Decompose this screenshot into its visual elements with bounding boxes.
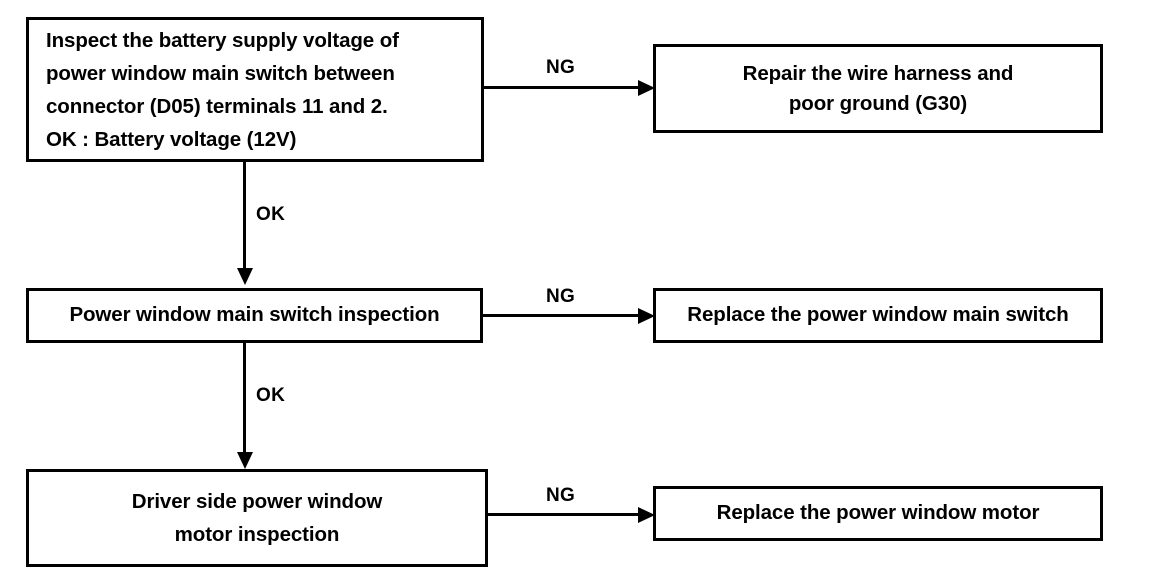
node-remedy3-label: Replace the power window motor bbox=[716, 501, 1040, 525]
edge-ok1-line bbox=[243, 162, 246, 269]
edge-ng3-line bbox=[488, 513, 640, 516]
node-step2-main-switch-inspection[interactable]: Power window main switch inspection bbox=[26, 288, 483, 343]
edge-ok2-label: OK bbox=[256, 385, 286, 406]
node-remedy2-replace-main-switch[interactable]: Replace the power window main switch bbox=[653, 288, 1103, 343]
edge-ng1-line bbox=[484, 86, 640, 89]
edge-ok2-line bbox=[243, 343, 246, 453]
node-remedy1-label: Repair the wire harness and poor ground … bbox=[742, 61, 1014, 115]
node-step1-battery-voltage-inspection[interactable]: Inspect the battery supply voltage of po… bbox=[26, 17, 484, 162]
node-step2-label: Power window main switch inspection bbox=[69, 303, 440, 327]
edge-ok2-arrowhead bbox=[236, 452, 253, 469]
edge-ok1-arrowhead bbox=[236, 268, 253, 285]
edge-ng3-label: NG bbox=[546, 485, 576, 506]
node-remedy1-repair-harness[interactable]: Repair the wire harness and poor ground … bbox=[653, 44, 1103, 133]
node-step3-label: Driver side power window motor inspectio… bbox=[131, 490, 383, 546]
edge-ng2-arrowhead bbox=[638, 307, 655, 324]
edge-ng1-label: NG bbox=[546, 57, 576, 78]
edge-ng3-arrowhead bbox=[638, 506, 655, 523]
node-remedy3-replace-motor[interactable]: Replace the power window motor bbox=[653, 486, 1103, 541]
edge-ng2-label: NG bbox=[546, 286, 576, 307]
edge-ng2-line bbox=[483, 314, 640, 317]
edge-ok1-label: OK bbox=[256, 204, 286, 225]
node-step3-driver-motor-inspection[interactable]: Driver side power window motor inspectio… bbox=[26, 469, 488, 567]
node-step1-label: Inspect the battery supply voltage of po… bbox=[46, 28, 399, 151]
node-remedy2-label: Replace the power window main switch bbox=[687, 303, 1069, 327]
edge-ng1-arrowhead bbox=[638, 79, 655, 96]
